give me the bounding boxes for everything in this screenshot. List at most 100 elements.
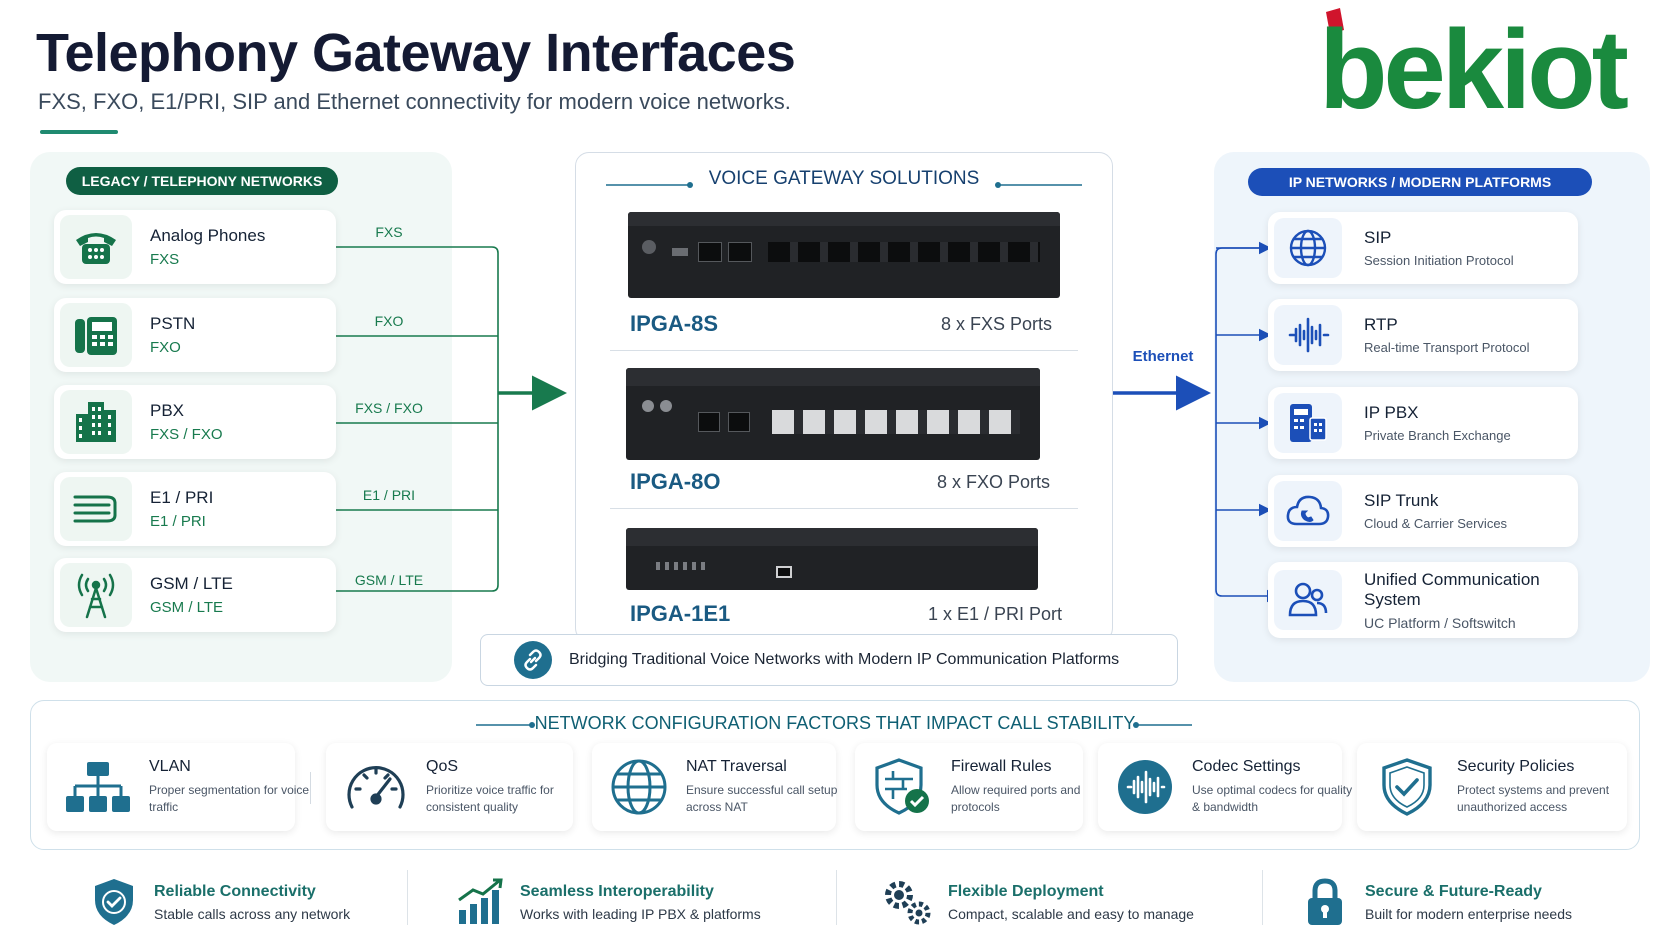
ip-item-name: SIP	[1364, 228, 1392, 247]
config-heading-rules	[476, 722, 1192, 728]
bridging-text: Bridging Traditional Voice Networks with…	[569, 651, 1120, 668]
footer-desc: Stable calls across any network	[154, 905, 351, 922]
factor-desc: Allow required ports and protocols	[951, 783, 1081, 814]
device-separator	[610, 350, 1078, 351]
ip-item-unified-communication: Unified Communication System UC Platform …	[1268, 562, 1578, 638]
ip-networks-heading: IP NETWORKS / MODERN PLATFORMS	[1248, 168, 1592, 196]
footer-divider	[407, 870, 408, 925]
ip-item-name: SIP Trunk	[1364, 491, 1439, 510]
device-ports-ipga-1e1: 1 x E1 / PRI Port	[927, 604, 1062, 624]
device-model-ipga-8s: IPGA-8S	[630, 311, 719, 336]
device-image-ipga-1e1	[626, 528, 1038, 590]
brand-logo: bekiot	[1319, 8, 1632, 123]
legacy-item-interface: E1 / PRI	[150, 513, 206, 530]
svg-text:bekiot: bekiot	[1319, 8, 1628, 123]
link-label-gsm-lte: GSM / LTE	[354, 572, 424, 588]
firewall-shield-icon	[873, 757, 933, 817]
users-icon	[1274, 570, 1342, 630]
footer-title: Reliable Connectivity	[154, 882, 316, 900]
ip-pbx-icon	[1274, 393, 1342, 453]
legacy-item-name: GSM / LTE	[150, 574, 233, 593]
footer-divider	[1262, 870, 1263, 925]
link-chain-icon	[514, 641, 552, 679]
ip-item-rtp: RTP Real-time Transport Protocol	[1268, 299, 1578, 371]
factor-name: Security Policies	[1457, 758, 1575, 775]
mid-heading-rules	[606, 182, 1082, 188]
device-ports-ipga-8o: 8 x FXO Ports	[936, 472, 1050, 492]
factor-desc: Prioritize voice traffic for consistent …	[426, 783, 554, 814]
ethernet-label: Ethernet	[1132, 348, 1194, 365]
speedometer-icon	[344, 759, 408, 815]
legacy-item-interface: GSM / LTE	[150, 599, 224, 616]
link-label-fxs-fxo: FXS / FXO	[355, 400, 423, 416]
device-model-ipga-1e1: IPGA-1E1	[630, 601, 731, 626]
legacy-item-pbx: PBX FXS / FXO	[54, 385, 336, 459]
ip-item-desc: UC Platform / Softswitch	[1364, 614, 1516, 631]
link-label-fxs: FXS	[375, 224, 403, 240]
factor-name: VLAN	[149, 758, 191, 775]
factor-desc: Ensure successful call setup across NAT	[686, 783, 838, 814]
legacy-item-interface: FXS / FXO	[150, 426, 223, 443]
page-subtitle: FXS, FXO, E1/PRI, SIP and Ethernet conne…	[38, 89, 791, 114]
bar-chart-icon	[452, 878, 508, 926]
ip-item-desc: Cloud & Carrier Services	[1364, 516, 1508, 531]
legacy-item-name: PBX	[150, 401, 185, 420]
trunk-cable-icon	[60, 477, 132, 541]
ip-item-desc: Session Initiation Protocol	[1364, 253, 1514, 268]
footer-desc: Compact, scalable and easy to manage	[948, 905, 1194, 922]
cell-tower-icon	[60, 563, 132, 627]
footer-title: Secure & Future-Ready	[1365, 882, 1542, 900]
device-image-ipga-8s	[628, 212, 1060, 298]
factor-desc: Use optimal codecs for quality & bandwid…	[1192, 783, 1353, 814]
legacy-networks-heading: LEGACY / TELEPHONY NETWORKS	[66, 167, 338, 195]
cloud-phone-icon	[1274, 481, 1342, 541]
ip-item-name: IP PBX	[1364, 403, 1419, 422]
factor-qos: QoS Prioritize voice traffic for consiste…	[326, 743, 573, 831]
footer-desc: Built for modern enterprise needs	[1365, 905, 1572, 922]
title-underline	[40, 130, 118, 134]
footer-title: Flexible Deployment	[948, 882, 1104, 900]
device-image-ipga-8o	[626, 368, 1040, 460]
factor-name: Codec Settings	[1192, 758, 1301, 775]
link-label-fxo: FXO	[374, 313, 404, 329]
config-heading: NETWORK CONFIGURATION FACTORS THAT IMPAC…	[534, 713, 1136, 733]
factor-name: NAT Traversal	[686, 758, 787, 775]
shield-check-icon	[1375, 757, 1439, 817]
building-icon	[60, 390, 132, 454]
lock-icon	[1297, 877, 1353, 927]
gears-icon	[880, 877, 936, 927]
network-tree-icon	[65, 760, 131, 814]
waveform-icon	[1274, 305, 1342, 365]
factor-name: QoS	[426, 758, 459, 775]
legacy-item-interface: FXS	[150, 251, 180, 268]
link-label-e1-pri: E1 / PRI	[362, 487, 416, 503]
globe-icon	[610, 758, 668, 816]
footer-desc: Works with leading IP PBX & platforms	[520, 905, 761, 922]
footer-title: Seamless Interoperability	[520, 882, 714, 900]
device-ports-ipga-8s: 8 x FXS Ports	[940, 314, 1052, 334]
ip-item-desc: Real-time Transport Protocol	[1364, 340, 1530, 355]
telephone-icon	[60, 215, 132, 279]
ip-item-name: RTP	[1364, 315, 1398, 334]
ip-item-name: Unified Communication System	[1364, 569, 1540, 609]
legacy-item-name: Analog Phones	[150, 226, 266, 245]
bridging-banner: Bridging Traditional Voice Networks with…	[480, 634, 1178, 686]
device-model-ipga-8o: IPGA-8O	[630, 469, 721, 494]
legacy-item-e1-pri: E1 / PRI E1 / PRI	[54, 472, 336, 546]
factor-divider	[310, 772, 311, 804]
footer-divider	[836, 870, 837, 925]
factor-desc: Protect systems and prevent unauthorized…	[1457, 783, 1610, 814]
legacy-item-name: E1 / PRI	[150, 488, 214, 507]
page-title: Telephony Gateway Interfaces	[36, 23, 796, 83]
